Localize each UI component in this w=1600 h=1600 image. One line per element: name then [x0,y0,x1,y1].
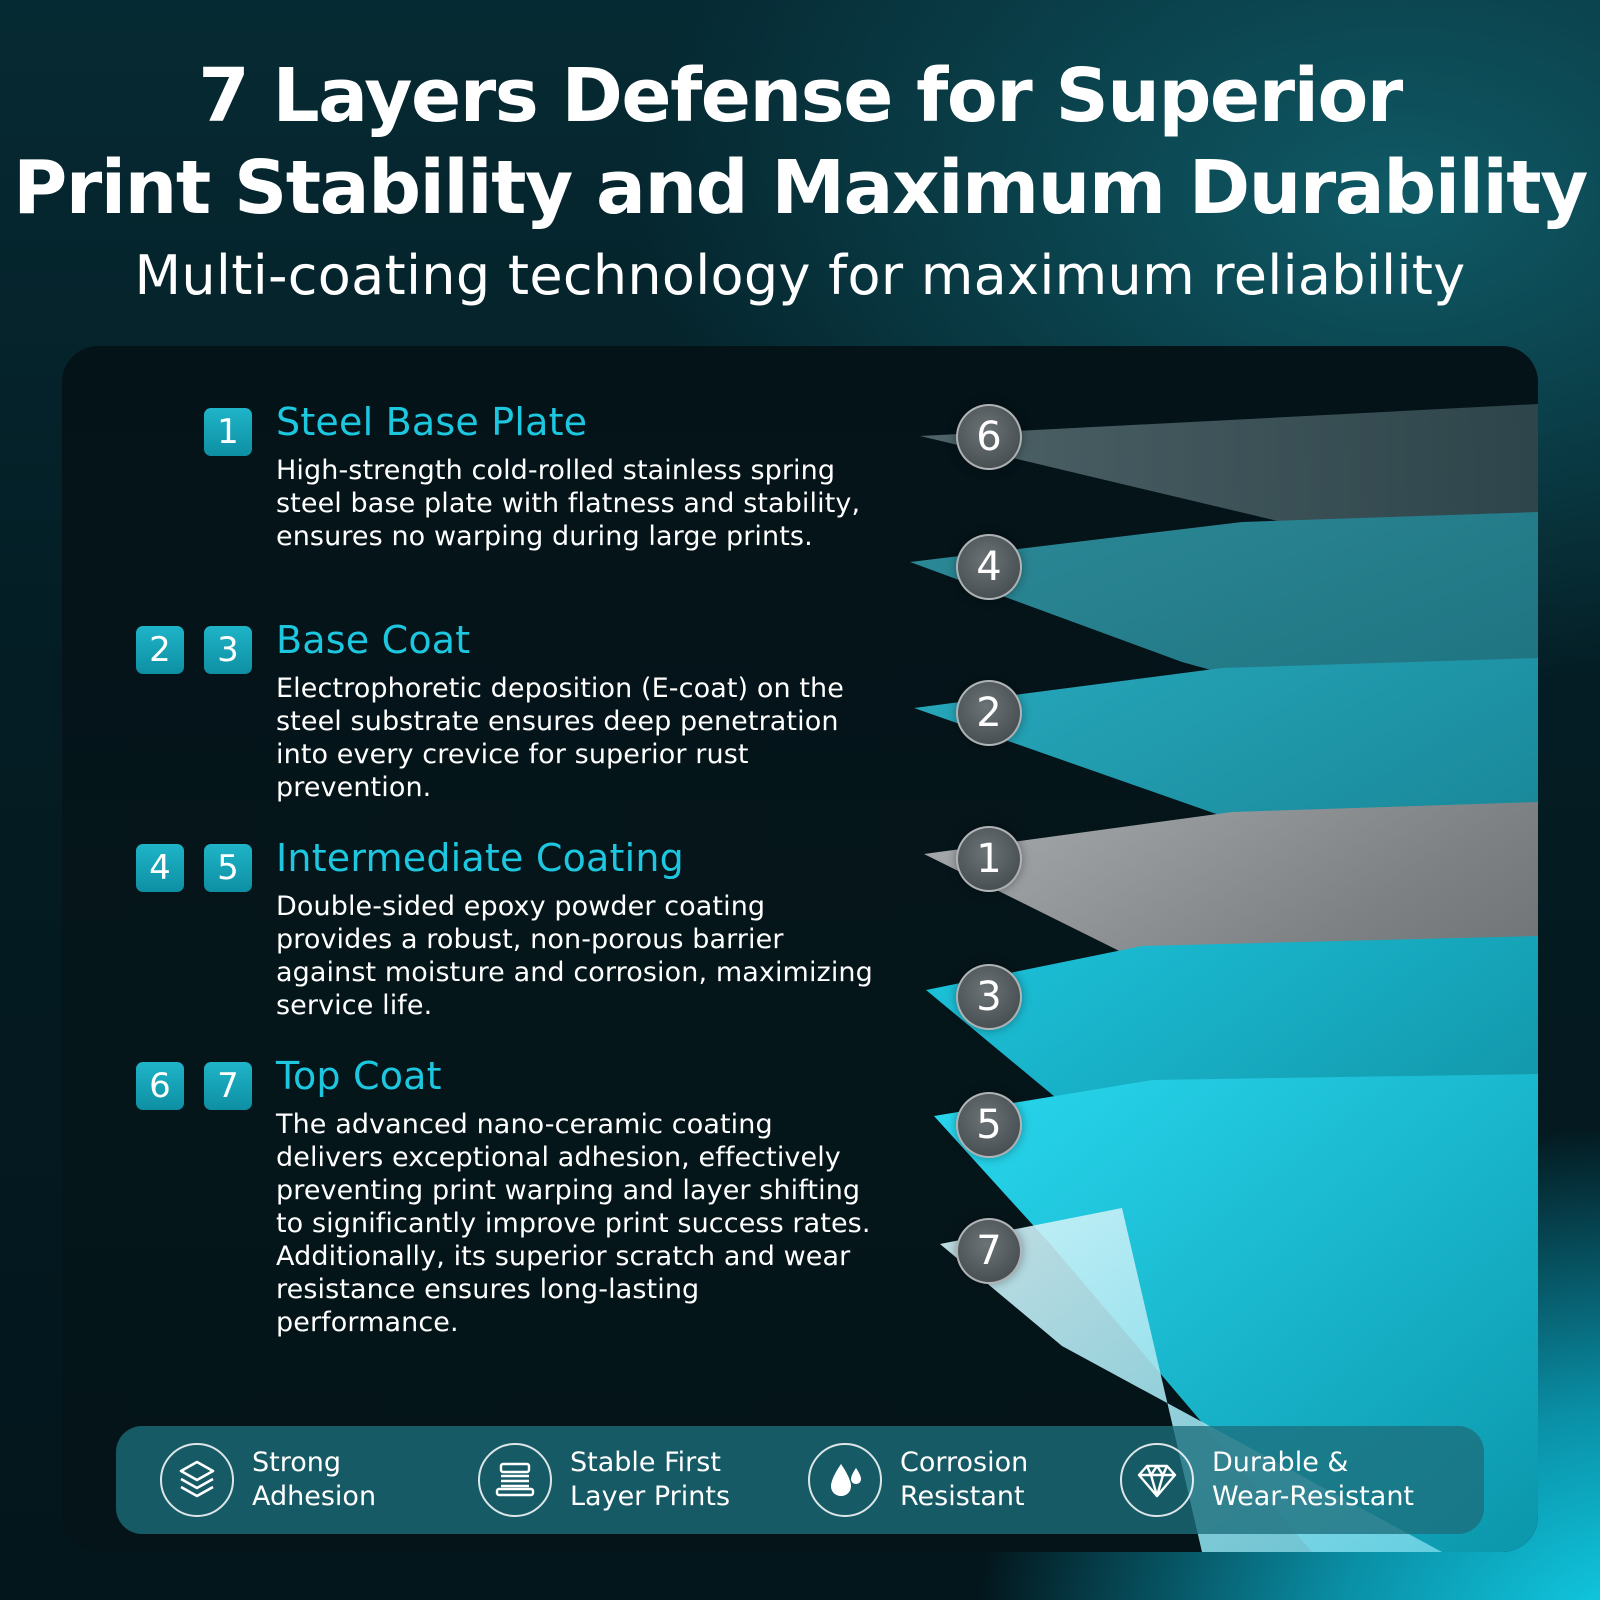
layer-marker-7: 7 [956,1218,1022,1284]
layer-sheets-illustration [910,404,1538,1552]
layer-badge-7: 7 [204,1062,252,1110]
layer-marker-6: 6 [956,404,1022,470]
page-title: 7 Layers Defense for Superior Print Stab… [0,50,1600,234]
layers-icon [160,1443,234,1517]
benefit-label-line1: Strong [252,1447,342,1478]
benefit-label-line1: Durable & [1212,1447,1349,1478]
layer-marker-1: 1 [956,826,1022,892]
title-line-1: 7 Layers Defense for Superior [198,53,1403,139]
water-drop-icon [808,1443,882,1517]
benefit-label-line2: Layer Prints [570,1481,731,1512]
feature-description: The advanced nano-ceramic coating delive… [276,1109,871,1338]
layer-badge-5: 5 [204,844,252,892]
benefit-label-line2: Wear-Resistant [1212,1481,1415,1512]
layer-badge-4: 4 [136,844,184,892]
page-subtitle: Multi-coating technology for maximum rel… [134,244,1466,307]
feature-title: Base Coat [276,618,471,662]
title-line-2: Print Stability and Maximum Durability [13,145,1588,231]
diamond-icon [1120,1443,1194,1517]
feature-description: Electrophoretic deposition (E-coat) on t… [276,673,844,803]
benefit-label-line1: Stable First [570,1447,721,1478]
layer-badge-3: 3 [204,626,252,674]
layer-marker-5: 5 [956,1092,1022,1158]
benefit-label-line2: Resistant [900,1481,1025,1512]
benefit-label-line2: Adhesion [252,1481,377,1512]
feature-title: Top Coat [276,1054,442,1098]
benefit-label-line1: Corrosion [900,1447,1029,1478]
feature-title: Intermediate Coating [276,836,684,880]
feature-title: Steel Base Plate [276,400,588,444]
layer-marker-2: 2 [956,680,1022,746]
layer-badge-2: 2 [136,626,184,674]
layer-badge-6: 6 [136,1062,184,1110]
feature-description: High-strength cold-rolled stainless spri… [276,455,861,552]
layer-sheet-2 [914,658,1538,988]
layer-marker-3: 3 [956,964,1022,1030]
layer-badge-1: 1 [204,408,252,456]
layer-marker-4: 4 [956,534,1022,600]
benefits-bar: Strong Adhesion Stable First Lay [116,1426,1484,1534]
layer-sheet-7 [940,1208,1442,1552]
print-bed-icon [478,1443,552,1517]
layers-card: 1 Steel Base Plate High-strength cold-ro… [62,346,1538,1552]
feature-description: Double-sided epoxy powder coating provid… [276,891,873,1021]
